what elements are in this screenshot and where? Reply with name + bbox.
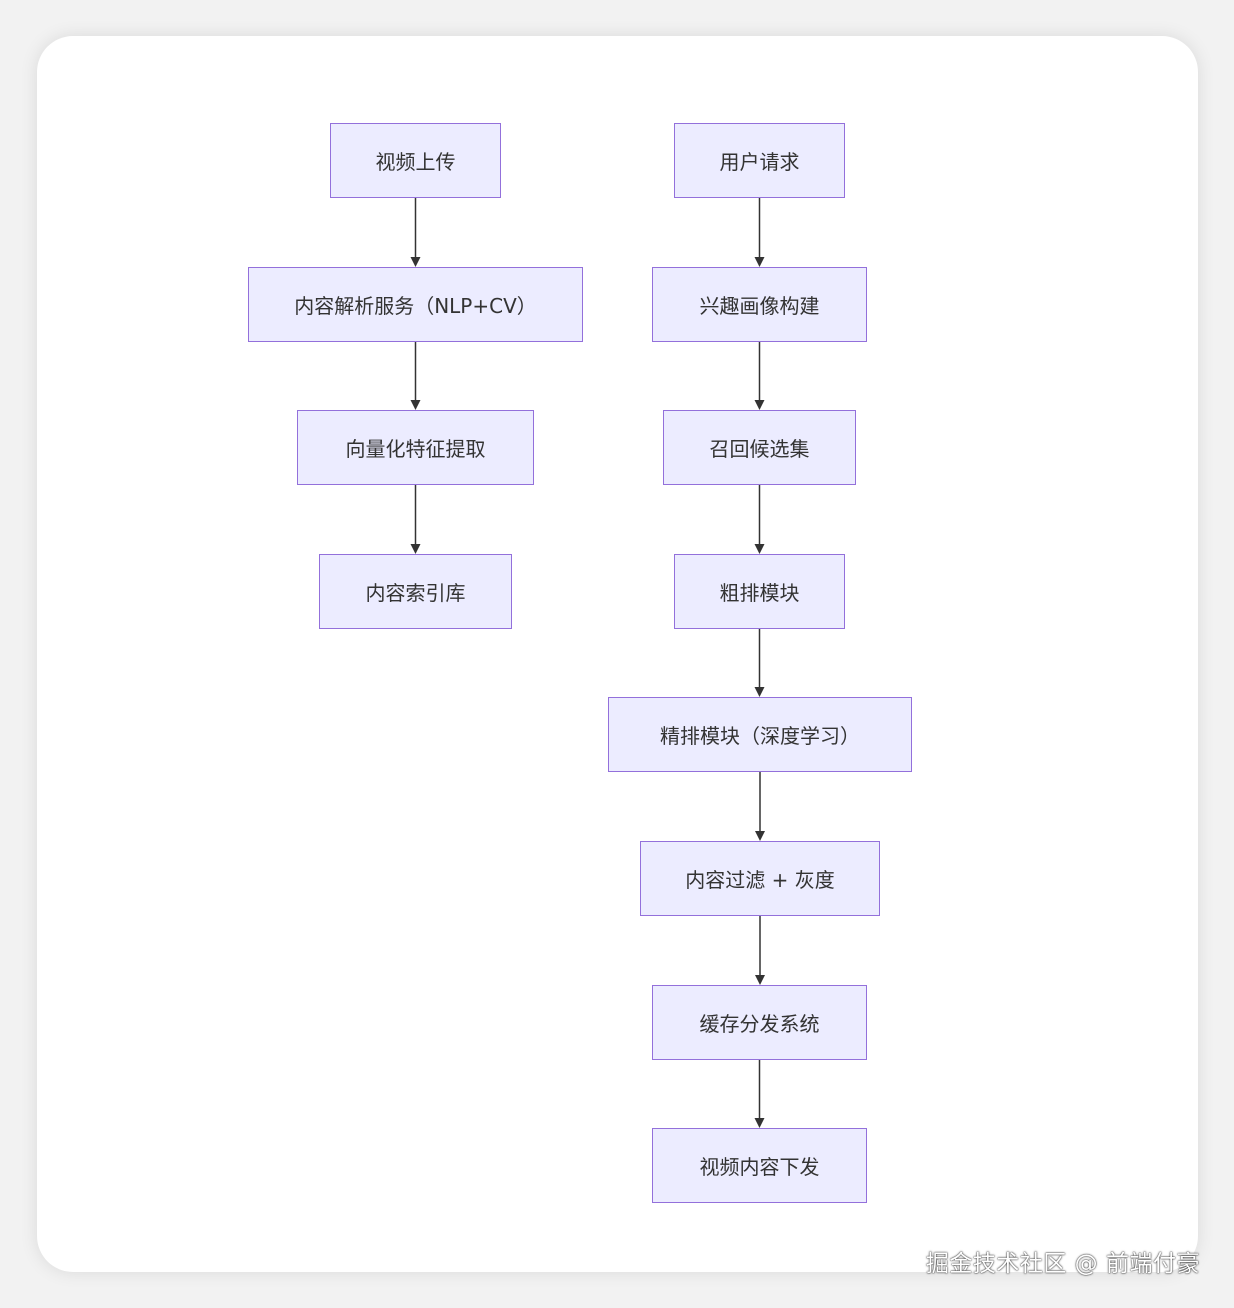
edge-cache-distribution-to-video-delivery <box>754 1060 765 1128</box>
edge-content-parse-to-vector-extract <box>410 342 421 410</box>
arrowhead-icon <box>754 544 765 554</box>
edge-video-upload-to-content-parse <box>410 198 421 267</box>
watermark: 掘金技术社区 @ 前端付豪 <box>925 1251 1200 1277</box>
node-label: 精排模块（深度学习） <box>660 724 860 748</box>
arrowhead-icon <box>410 544 421 554</box>
node-content-parse: 内容解析服务（NLP+CV） <box>248 267 583 342</box>
node-video-delivery: 视频内容下发 <box>652 1128 867 1203</box>
node-label: 召回候选集 <box>709 437 810 461</box>
node-label: 视频内容下发 <box>699 1155 820 1179</box>
arrowhead-icon <box>754 687 765 697</box>
node-label: 缓存分发系统 <box>699 1012 820 1036</box>
node-vector-extract: 向量化特征提取 <box>297 410 534 485</box>
arrowhead-icon <box>754 257 765 267</box>
node-content-filter: 内容过滤 + 灰度 <box>640 841 880 916</box>
edge-user-request-to-interest-profile <box>754 198 765 267</box>
node-label: 向量化特征提取 <box>345 437 486 461</box>
node-label: 兴趣画像构建 <box>699 294 820 318</box>
edge-coarse-rank-to-fine-rank <box>754 629 765 697</box>
node-user-request: 用户请求 <box>674 123 845 198</box>
arrowhead-icon <box>755 831 765 841</box>
node-recall-candidates: 召回候选集 <box>663 410 856 485</box>
diagram-card <box>37 36 1198 1272</box>
edge-recall-candidates-to-coarse-rank <box>754 485 765 554</box>
node-fine-rank: 精排模块（深度学习） <box>608 697 912 772</box>
node-content-index: 内容索引库 <box>319 554 512 629</box>
arrowhead-icon <box>755 975 765 985</box>
node-cache-distribution: 缓存分发系统 <box>652 985 867 1060</box>
node-label: 用户请求 <box>719 150 800 174</box>
arrowhead-icon <box>410 257 421 267</box>
edge-content-filter-to-cache-distribution <box>755 916 765 985</box>
node-label: 内容索引库 <box>365 581 466 605</box>
arrowhead-icon <box>410 400 421 410</box>
edge-vector-extract-to-content-index <box>410 485 421 554</box>
node-label: 视频上传 <box>375 150 456 174</box>
edge-fine-rank-to-content-filter <box>755 772 765 841</box>
node-label: 内容过滤 + 灰度 <box>685 868 835 892</box>
edge-interest-profile-to-recall-candidates <box>754 342 765 410</box>
arrowhead-icon <box>754 1118 765 1128</box>
arrowhead-icon <box>754 400 765 410</box>
node-label: 粗排模块 <box>719 581 800 605</box>
node-video-upload: 视频上传 <box>330 123 501 198</box>
node-coarse-rank: 粗排模块 <box>674 554 845 629</box>
node-label: 内容解析服务（NLP+CV） <box>294 294 537 318</box>
node-interest-profile: 兴趣画像构建 <box>652 267 867 342</box>
